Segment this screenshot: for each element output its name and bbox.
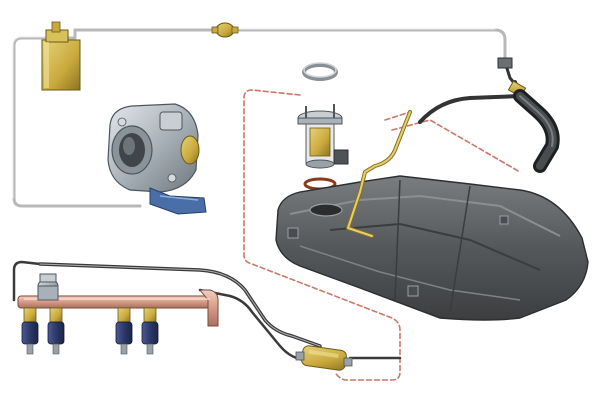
fuel-pressure-regulator xyxy=(37,273,59,301)
fuel-rail xyxy=(17,289,219,327)
tank-vent-line xyxy=(346,110,412,238)
injector-1 xyxy=(21,307,39,355)
fuel-filter xyxy=(295,345,353,371)
fuel-injectors xyxy=(21,307,159,355)
supply-line xyxy=(418,80,522,124)
fuel-tank xyxy=(275,175,589,321)
fuel-pump-module xyxy=(297,104,349,169)
injector-3 xyxy=(115,307,133,355)
injector-4 xyxy=(141,307,159,355)
throttle-body xyxy=(107,103,207,215)
filler-neck-hose xyxy=(497,57,560,173)
charcoal-canister xyxy=(41,21,81,91)
injector-2 xyxy=(47,307,65,355)
pump-lock-ring xyxy=(302,62,338,81)
canister-purge-valve xyxy=(211,22,239,38)
